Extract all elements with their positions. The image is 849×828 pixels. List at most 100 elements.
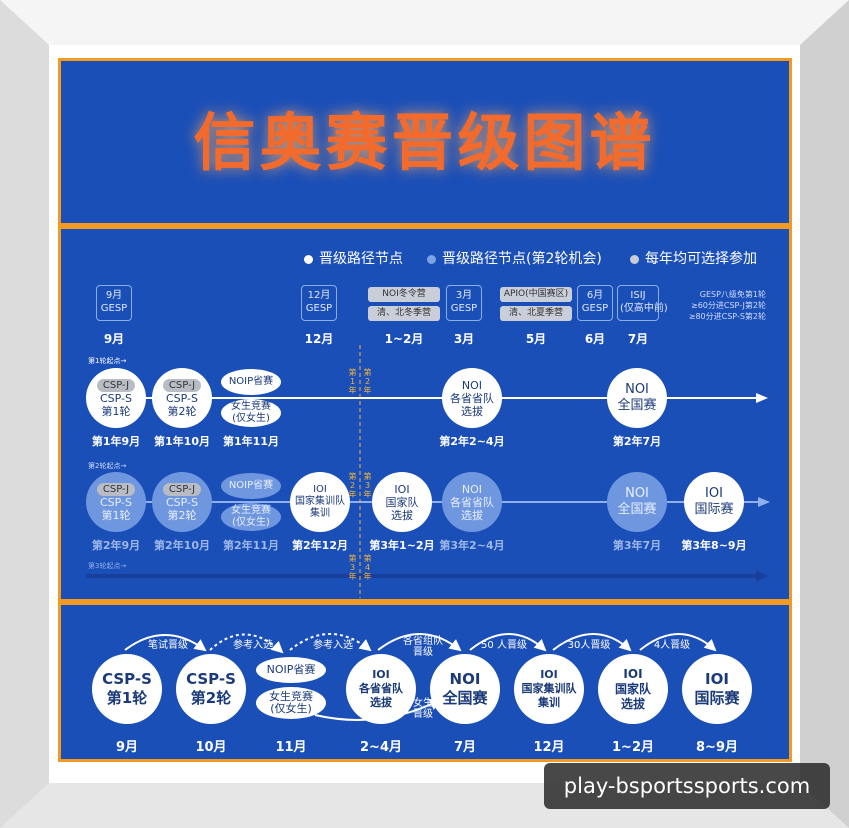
summary-month: 11月 [275,740,307,755]
row1-csp-round1: CSP-J CSP-S 第1轮 [86,368,146,428]
row2-label: 第2年11月 [223,539,279,552]
row2-label: 第3年8~9月 [681,539,747,552]
row2-provincial: NOI 各省省队 选拔 [442,472,502,532]
row2-csp-round2: CSP-J CSP-S 第2轮 [152,472,212,532]
row2-ioi-selection: IOI 国家队 选拔 [372,472,432,532]
legend-item-3: 每年均可选择参加 [630,248,757,268]
gesp-note-1: GESP八级免第1轮 [699,290,766,299]
arrow-label: 各省组队 晋级 [403,636,443,658]
arrow-label: 50 人晋级 [481,640,527,651]
node-text: CSP-S [99,391,132,405]
summary-ioi-training: IOI 国家集训队 集训 [514,654,584,724]
summary-month: 2~4月 [360,740,402,755]
summary-csp-round2: CSP-S 第2轮 [176,654,246,724]
month-label: 5月 [525,332,547,346]
gesp-dec-tag: 12月 GESP [301,285,337,321]
summary-ioi: IOI 国际赛 [682,654,752,724]
legend-label: 晋级路径节点(第2轮机会) [442,251,602,267]
year-marker: 第1年 [348,368,357,395]
month-label: 3月 [453,332,475,346]
row2-ioi: IOI 国际赛 [684,472,744,532]
row2-label: 第2年12月 [292,539,348,552]
row2-label: 第3年7月 [612,539,662,552]
node-text: CSP-S [165,495,198,509]
row1-noip: NOIP省赛 [221,369,281,395]
row1-label: 第1年10月 [154,435,210,448]
row1-label: 第1年9月 [91,435,141,448]
qing-bei-summer-tag: 清、北夏季营 [500,306,572,321]
year-marker: 第2年 [348,472,357,499]
title-panel [58,58,792,226]
summary-month: 10月 [195,740,227,755]
row2-noip: NOIP省赛 [221,473,281,499]
month-label: 1~2月 [384,332,424,346]
summary-girls: 女生竞赛 (仅女生) [256,687,326,719]
legend-item-2: 晋级路径节点(第2轮机会) [427,248,602,268]
summary-csp-round1: CSP-S 第1轮 [92,654,162,724]
year-marker: 第4年 [363,554,372,581]
row2-label: 第2年9月 [91,539,141,552]
arrow-label: 参考入选 [233,640,273,651]
page-title: 信奥赛晋级图谱 [193,106,656,179]
row2-start: 第2轮起点→ [88,462,127,470]
summary-ioi-selection: IOI 国家队 选拔 [598,654,668,724]
arrow-label: 女生 晋级 [413,698,433,720]
month-label: 6月 [584,332,606,346]
summary-month: 12月 [533,740,565,755]
row2-noi: NOI 全国赛 [607,472,667,532]
summary-month: 9月 [115,740,139,755]
month-label: 12月 [304,332,334,346]
row1-label: 第1年11月 [223,435,279,448]
summary-month: 8~9月 [696,740,738,755]
gesp-jun-tag: 6月 GESP [577,285,613,321]
legend-label: 晋级路径节点 [319,251,403,267]
dot-icon [304,254,313,264]
csp-j-pill: CSP-J [96,482,136,496]
arrow-label: 30人晋级 [567,640,611,651]
node-text: 第1轮 [101,508,131,522]
year-marker: 第3年 [348,554,357,581]
row1-label: 第2年7月 [612,435,662,448]
node-text: 第2轮 [167,404,197,418]
gesp-mar-tag: 3月 GESP [446,285,482,321]
gesp-sep-tag: 9月 GESP [96,285,132,321]
csp-j-pill: CSP-J [96,378,136,392]
dot-icon [427,254,436,264]
row1-start: 第1轮起点→ [88,357,127,365]
row1-provincial: NOI 各省省队 选拔 [442,368,502,428]
row2-label: 第3年2~4月 [439,539,505,552]
node-text: CSP-S [165,391,198,405]
summary-noi: NOI 全国赛 [430,654,500,724]
qing-bei-winter-tag: 清、北冬季营 [368,306,440,321]
node-text: 第1轮 [101,404,131,418]
csp-j-pill: CSP-J [162,482,202,496]
csp-j-pill: CSP-J [162,378,202,392]
watermark: play-bsportssports.com [544,763,830,809]
legend-item-1: 晋级路径节点 [304,248,403,268]
gesp-note-2: ≥60分进CSP-J第2轮 [691,301,766,310]
row2-girls: 女生竞赛 (仅女生) [221,503,281,531]
gesp-note-3: ≥80分进CSP-S第2轮 [688,312,766,321]
row1-noi: NOI 全国赛 [607,368,667,428]
noi-winter-tag: NOI冬令营 [368,287,440,302]
row3-start: 第3轮起点→ [88,562,127,570]
summary-provincial: IOI 各省省队 选拔 [346,654,416,724]
row2-label: 第3年1~2月 [369,539,435,552]
arrow-label: 笔试晋级 [148,640,188,651]
row1-csp-round2: CSP-J CSP-S 第2轮 [152,368,212,428]
row2-csp-round1: CSP-J CSP-S 第1轮 [86,472,146,532]
node-text: CSP-S [99,495,132,509]
legend-label: 每年均可选择参加 [645,251,757,267]
summary-month: 1~2月 [612,740,654,755]
arrow-label: 4人晋级 [653,640,691,651]
month-label: 7月 [627,332,649,346]
year-marker: 第2年 [363,368,372,395]
apio-tag: APIO(中国赛区) [500,287,572,302]
row1-label: 第2年2~4月 [439,435,505,448]
row2-label: 第2年10月 [154,539,210,552]
summary-month: 7月 [453,740,477,755]
node-text: 第2轮 [167,508,197,522]
dot-icon [630,254,639,264]
arrow-label: 参考入选 [313,640,353,651]
